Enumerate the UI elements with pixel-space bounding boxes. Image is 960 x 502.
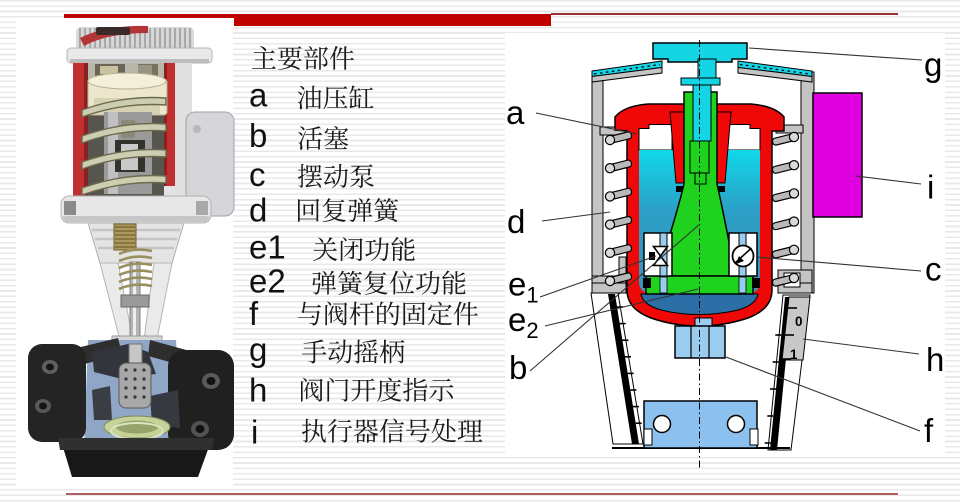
svg-text:c: c [249,156,266,193]
svg-text:i: i [927,169,934,206]
svg-text:f: f [924,412,934,449]
svg-text:f: f [249,295,259,332]
svg-text:b: b [249,117,267,154]
svg-text:a: a [506,94,525,131]
svg-text:i: i [251,414,258,451]
svg-text:d: d [507,203,525,240]
svg-text:g: g [249,331,267,368]
svg-text:e1: e1 [249,229,286,266]
svg-text:g: g [924,46,942,83]
svg-text:e1: e1 [508,266,539,308]
svg-text:d: d [249,192,267,229]
svg-text:1: 1 [790,347,798,362]
svg-text:0: 0 [795,314,803,329]
svg-text:h: h [926,341,944,378]
svg-text:c: c [925,251,942,288]
svg-text:e2: e2 [249,263,286,300]
svg-text:h: h [249,372,267,409]
svg-text:a: a [249,77,268,114]
svg-text:b: b [509,349,527,386]
